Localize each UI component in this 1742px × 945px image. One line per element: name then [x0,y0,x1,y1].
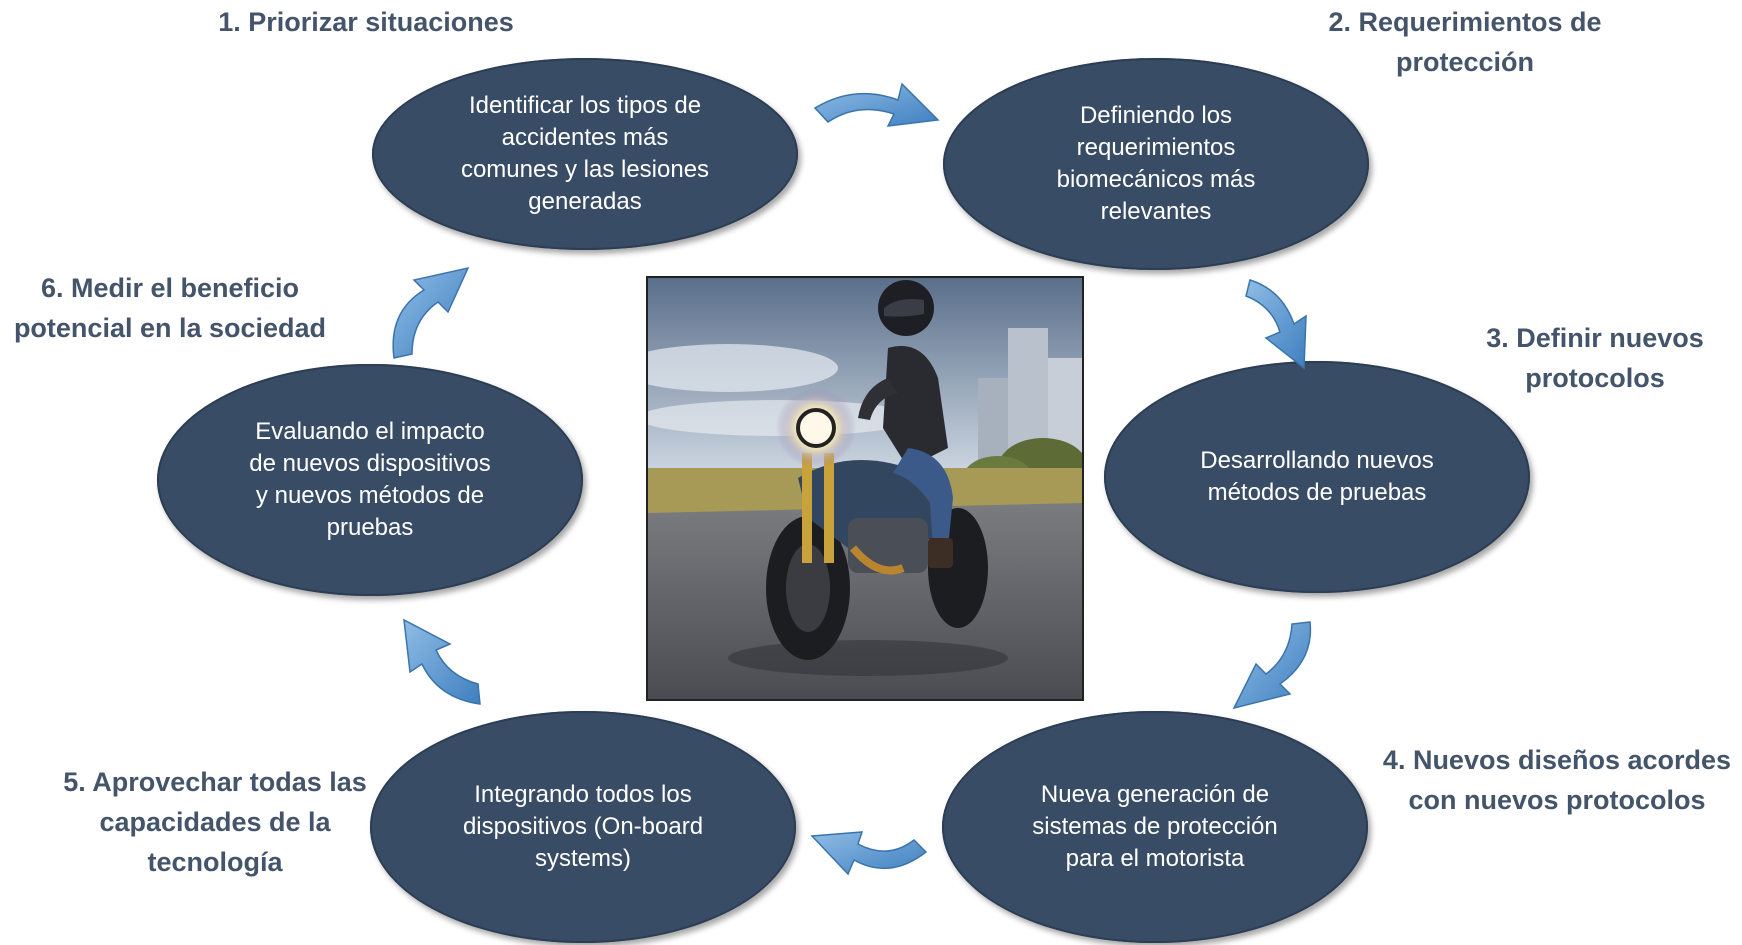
step-1-title: 1. Priorizar situaciones [218,7,514,37]
step-1-ellipse: Identificar los tipos de accidentes más … [372,58,798,250]
step-5-ellipse: Integrando todos los dispositivos (On-bo… [370,711,796,943]
step-6-ellipse: Evaluando el impacto de nuevos dispositi… [157,364,583,596]
step-2-ellipse: Definiendo los requerimientos biomecánic… [943,58,1369,270]
motorcycle-rider-photo [646,276,1084,701]
arrow-5-to-6-icon [403,618,481,705]
step-1-text: Identificar los tipos de accidentes más … [460,92,710,215]
arrow-2-to-3-icon [1245,279,1307,370]
arrow-3-to-4-icon [1232,621,1312,710]
step-6-title: 6. Medir el beneficio potencial en la so… [13,273,327,343]
arrow-4-to-5-icon [810,831,928,876]
step-5-title: 5. Aprovechar todas las capacidades de l… [63,767,367,877]
step-5-text: Integrando todos los dispositivos (On-bo… [462,781,704,872]
step-3-ellipse: Desarrollando nuevos métodos de pruebas [1104,361,1530,593]
motorcycle-scene-illustration [648,278,1082,699]
step-3-text: Desarrollando nuevos métodos de pruebas [1200,447,1434,506]
step-4-text: Nueva generación de sistemas de protecci… [1032,781,1278,872]
step-3-title: 3. Definir nuevos protocolos [1486,323,1704,393]
step-2-title: 2. Requerimientos de protección [1328,7,1602,77]
arrow-6-to-1-icon [392,266,470,359]
step-4-title: 4. Nuevos diseños acordes con nuevos pro… [1382,745,1732,815]
arrow-1-to-2-icon [813,82,940,127]
step-4-ellipse: Nueva generación de sistemas de protecci… [942,711,1368,943]
step-6-text: Evaluando el impacto de nuevos dispositi… [249,418,491,541]
step-2-text: Definiendo los requerimientos biomecánic… [1056,102,1256,225]
